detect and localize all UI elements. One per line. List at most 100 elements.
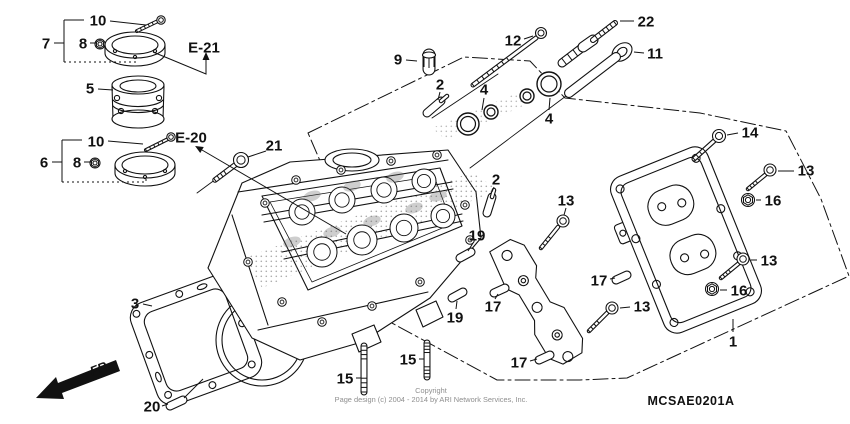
thread-tick — [566, 53, 573, 61]
callout-15: 15 — [400, 351, 417, 368]
shading-blob — [405, 202, 423, 214]
thread-tick — [547, 236, 552, 239]
bolt-boss-hole — [388, 158, 394, 164]
fr-label: FR. — [88, 357, 113, 379]
callout-4: 4 — [480, 81, 489, 98]
cap-top — [421, 51, 437, 59]
thread-tick — [496, 64, 500, 69]
bolt-boss — [243, 257, 253, 267]
thread-tick — [594, 35, 599, 40]
valve-retainer — [435, 208, 451, 224]
leader-line — [142, 303, 153, 307]
bolt-head-inner — [739, 255, 747, 263]
shading-blob — [343, 180, 361, 192]
leader-line — [633, 51, 645, 54]
diagram-code: MCSAE0201A — [648, 394, 735, 408]
callout-15: 15 — [337, 370, 354, 387]
thread-tick — [139, 27, 142, 31]
callout-5: 5 — [86, 80, 94, 97]
thread-tick — [151, 22, 154, 25]
leader-line — [726, 132, 739, 136]
thread-tick — [587, 329, 591, 333]
shading-blob — [283, 236, 301, 248]
nut-hole — [92, 160, 98, 166]
callout-19: 19 — [469, 227, 486, 244]
o-ring-outer — [483, 104, 499, 120]
part-shaft-fill — [439, 94, 449, 103]
ref-arrowhead — [195, 145, 204, 154]
part-shaft-fill — [490, 188, 496, 199]
leader-line — [609, 277, 616, 280]
shading-blob — [363, 215, 381, 227]
band-clamp-lower — [114, 151, 176, 187]
bolt-boss-hole — [417, 279, 423, 285]
insulator — [111, 75, 165, 129]
o-ring-inner — [459, 115, 477, 133]
valve-retainer — [353, 231, 371, 249]
bolt-boss-hole — [245, 259, 251, 265]
copyright-line-1: Copyright — [415, 386, 447, 395]
thread-tick — [692, 157, 696, 161]
part-shaft-fill — [166, 396, 187, 410]
bolt-boss-hole — [319, 319, 325, 325]
o-ring-outer — [519, 88, 535, 104]
leader-line — [62, 177, 147, 183]
nut-hole — [744, 196, 752, 204]
callout-22: 22 — [638, 13, 655, 30]
leader-line — [183, 378, 204, 399]
bolt-head — [534, 26, 548, 40]
callout-17: 17 — [511, 354, 528, 371]
ref-leader-line — [152, 51, 207, 75]
leader-line — [161, 403, 169, 407]
bolt-boss-hole — [262, 200, 268, 206]
callout-8: 8 — [79, 35, 87, 52]
callout-8: 8 — [73, 154, 81, 171]
thread-tick — [153, 144, 156, 148]
callout-13: 13 — [634, 298, 651, 315]
part-shaft-fill — [136, 20, 159, 32]
band-clamp — [104, 31, 166, 67]
part-shaft-fill — [535, 351, 554, 364]
thread-tick — [135, 29, 139, 33]
leader-line — [481, 97, 485, 111]
leader-line — [64, 57, 137, 63]
valve-retainer — [395, 219, 413, 237]
part-shaft-fill — [490, 284, 509, 297]
thread-tick — [157, 142, 160, 146]
leader-line — [437, 91, 441, 101]
callout-9: 9 — [394, 51, 402, 68]
thread-tick — [506, 57, 510, 61]
thread-tick — [545, 239, 549, 243]
leader-line — [529, 358, 538, 362]
valve-retainer — [334, 192, 350, 208]
callout-3: 3 — [131, 295, 139, 312]
nut-hole — [708, 285, 716, 293]
thread-tick — [161, 140, 164, 144]
thread-tick — [609, 23, 614, 29]
bolt-head — [556, 214, 570, 228]
thread-tick — [593, 323, 597, 327]
bolt-boss-hole — [369, 303, 375, 309]
bolt-boss-hole — [279, 299, 285, 305]
thread-tick — [601, 29, 606, 34]
part-shaft-fill — [423, 97, 445, 117]
bolt-boss — [317, 317, 327, 327]
bolt-head-inner — [158, 17, 164, 23]
callout-13: 13 — [798, 162, 815, 179]
nut-hole — [97, 41, 103, 47]
thread-tick — [605, 26, 610, 31]
nut-hex — [96, 39, 104, 49]
leader-line — [523, 35, 534, 40]
bolt-head-inner — [714, 131, 724, 141]
leader-line — [563, 207, 567, 216]
valve-spring — [430, 203, 456, 229]
leader-line — [491, 186, 495, 193]
valve-spring — [370, 176, 398, 204]
callout-13: 13 — [558, 192, 575, 209]
callout-17: 17 — [591, 272, 608, 289]
bolt-boss-hole — [293, 177, 299, 183]
o-ring-inner — [522, 91, 532, 101]
bolt-head — [605, 301, 619, 315]
